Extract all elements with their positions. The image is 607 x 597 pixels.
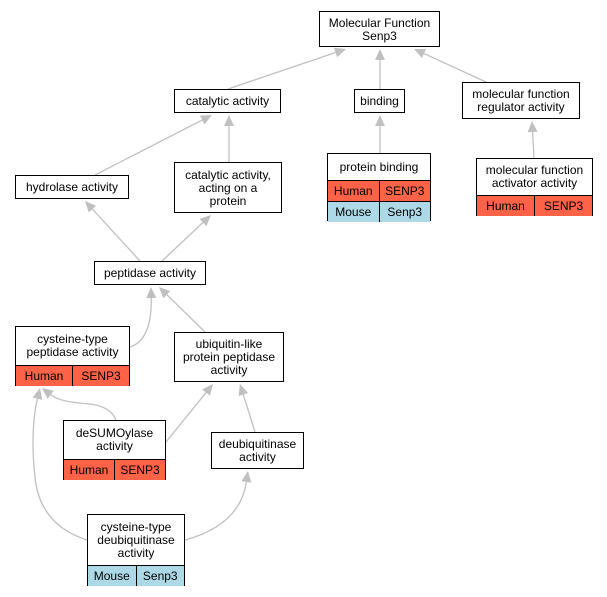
edge-arrowhead: [414, 49, 427, 59]
edge-arrowhead: [199, 115, 212, 125]
node-peptidase[interactable]: peptidase activity: [94, 261, 206, 285]
edge-arrowhead: [85, 201, 97, 213]
node-label: Molecular Function Senp3: [328, 15, 431, 43]
edge-ubl-to-peptidase: [159, 287, 206, 333]
edge-line: [242, 394, 256, 433]
species-cell: Human: [477, 196, 534, 216]
node-label: hydrolase activity: [25, 180, 119, 194]
node-label: cysteine-type peptidase activity: [26, 332, 119, 359]
edge-peptidase-to-hydrolase: [85, 201, 141, 262]
node-label: peptidase activity: [103, 266, 197, 280]
edge-line: [50, 394, 117, 421]
edge-cysteine-to-peptidase: [129, 287, 157, 348]
edge-arrowhead: [159, 287, 171, 299]
node-label: binding: [360, 94, 399, 108]
edge-arrowhead: [42, 388, 54, 399]
gene-cell: Senp3: [378, 202, 430, 222]
node-label: molecular function regulator activity: [472, 87, 570, 114]
gene-cell: SENP3: [72, 366, 129, 386]
edge-line: [32, 398, 88, 541]
edge-arrowhead: [375, 49, 385, 60]
edge-arrowhead: [199, 215, 211, 227]
edge-catalytic-to-root: [227, 47, 346, 90]
species-cell: Human: [16, 366, 72, 386]
node-label: deubiquitinase activity: [218, 437, 297, 464]
species-cell: Human: [64, 460, 114, 480]
node-binding[interactable]: binding: [354, 89, 405, 113]
edge-arrowhead: [146, 287, 157, 299]
node-label: ubiquitin-like protein peptidase activit…: [182, 337, 276, 377]
edge-protbind-to-binding: [375, 115, 385, 153]
edge-arrowhead: [202, 384, 213, 396]
gene-cell: Senp3: [135, 566, 184, 586]
node-root[interactable]: Molecular Function Senp3: [319, 11, 440, 47]
edge-line: [129, 297, 152, 348]
edge-line: [166, 294, 206, 333]
gene-cell: SENP3: [378, 181, 430, 201]
species-cell: Mouse: [328, 202, 379, 222]
edge-hydrolase-to-catalytic: [94, 115, 212, 176]
edge-cysdeub-to-cysteine: [32, 388, 88, 541]
edge-arrowhead: [238, 384, 249, 396]
edge-line: [91, 208, 141, 262]
edge-peptidase-to-catprot: [161, 215, 211, 262]
edge-desumo-to-cysteine: [42, 388, 117, 421]
edge-line: [184, 481, 248, 541]
species-cell: Human: [328, 181, 379, 201]
edge-mfaa-to-mfra: [527, 121, 538, 159]
edge-arrowhead: [241, 471, 252, 483]
edge-arrowhead: [224, 115, 234, 126]
edge-deubiq-to-ubl: [238, 384, 256, 433]
edge-line: [531, 131, 535, 159]
edge-catprot-to-catalytic: [224, 115, 234, 162]
node-label: catalytic activity: [185, 94, 270, 108]
species-cell: Mouse: [88, 566, 136, 586]
node-label: molecular function activator activity: [485, 163, 584, 190]
edge-desumo-to-ubl: [165, 384, 213, 443]
edge-arrowhead: [375, 115, 385, 126]
edge-line: [423, 52, 487, 83]
node-mfra[interactable]: molecular function regulator activity: [462, 82, 580, 119]
edge-mfra-to-root: [414, 49, 487, 83]
edge-line: [227, 51, 336, 90]
edge-arrowhead: [333, 47, 346, 58]
node-label: deSUMOylase activity: [75, 426, 154, 453]
edge-binding-to-root: [375, 49, 385, 89]
gene-cell: SENP3: [534, 196, 592, 216]
edge-line: [94, 119, 203, 176]
node-ubl[interactable]: ubiquitin-like protein peptidase activit…: [174, 332, 284, 382]
edge-arrowhead: [527, 121, 538, 133]
edge-line: [161, 222, 204, 262]
node-catalytic[interactable]: catalytic activity: [174, 89, 281, 113]
node-label: protein binding: [339, 159, 419, 174]
node-catprot[interactable]: catalytic activity, acting on a protein: [174, 162, 282, 213]
edge-line: [165, 392, 207, 443]
node-label: catalytic activity, acting on a protein: [185, 167, 271, 208]
edge-arrowhead: [32, 388, 43, 400]
edge-cysdeub-to-deubiq: [184, 471, 252, 541]
node-hydrolase[interactable]: hydrolase activity: [15, 175, 129, 199]
gene-cell: SENP3: [114, 460, 165, 480]
node-deubiq[interactable]: deubiquitinase activity: [211, 432, 304, 469]
node-label: cysteine-type deubiquitinase activity: [97, 519, 175, 560]
